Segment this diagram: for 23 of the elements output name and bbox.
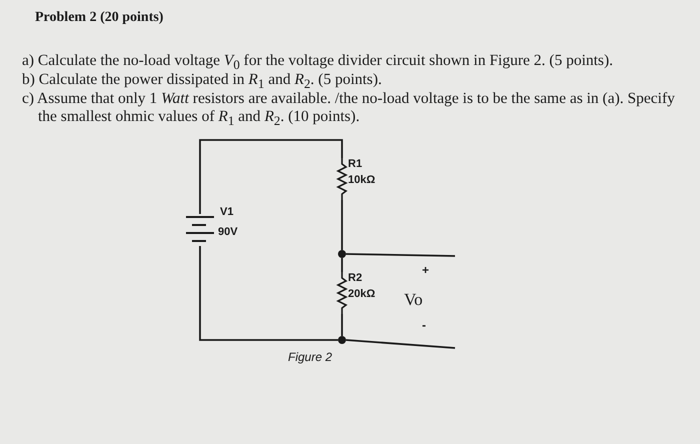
voltage-label: Vo [404, 290, 423, 310]
question-text: a) Calculate the no-load voltage V$_{0}$ for the voltage divider circuit shown in Figure 2. (5 points). [22, 52, 614, 73]
question-text: c) Assume that only 1 Watt resistors are available. /the no-load voltage is to be the same as in (a). Specify the smallest ohmic values of R$_{1}$ and R$_{2}$. (10 points). [22, 90, 676, 130]
component-value: 90V [218, 226, 238, 238]
component-name: V1 [220, 206, 234, 218]
output-wire [346, 253, 456, 257]
question-text: b) Calculate the power dissipated in R$_{1}$ and R$_{2}$. (5 points). [22, 71, 383, 92]
component-value: 10kΩ [348, 174, 376, 186]
polarity-sign: - [422, 318, 426, 332]
wire [341, 200, 343, 250]
problem-title: Problem 2 (20 points) [35, 10, 164, 26]
wire [199, 139, 343, 214]
wire [341, 258, 343, 272]
component-name: R1 [348, 158, 362, 170]
output-wire [346, 339, 456, 349]
figure-caption: Figure 2 [288, 350, 332, 364]
component-name: R2 [348, 272, 362, 284]
component-value: 20kΩ [348, 288, 376, 300]
wire [199, 246, 338, 341]
polarity-sign: + [422, 263, 430, 277]
junction-dot [338, 250, 346, 258]
junction-dot [338, 336, 346, 344]
wire [341, 314, 343, 336]
